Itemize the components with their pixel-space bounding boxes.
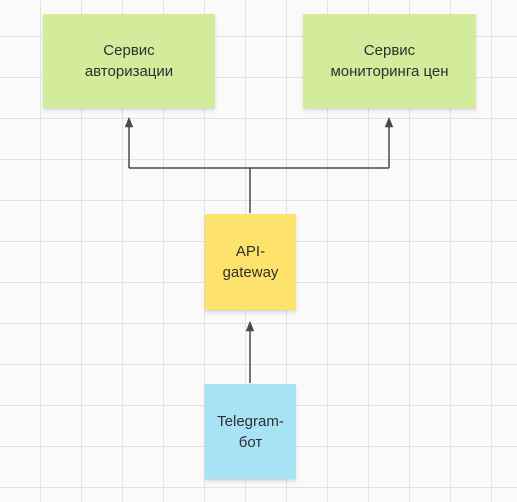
connector-gateway-to-services[interactable] <box>128 124 390 213</box>
note-line: бот <box>238 433 263 451</box>
note-line: мониторинга цен <box>330 63 449 80</box>
sticky-note-text: Сервис авторизации <box>85 40 173 82</box>
note-line: Сервис <box>363 42 416 59</box>
sticky-note-telegram-bot[interactable]: Telegram- бот <box>205 384 296 479</box>
note-line: Telegram- <box>217 412 284 430</box>
note-line: Сервис <box>103 42 155 59</box>
note-line: API- <box>235 243 266 260</box>
note-line: авторизации <box>84 63 174 80</box>
note-line: gateway <box>222 264 279 281</box>
sticky-note-auth-service[interactable]: Сервис авторизации <box>43 14 215 108</box>
sticky-note-api-gateway[interactable]: API- gateway <box>205 214 296 310</box>
sticky-note-text: Сервис мониторинга цен <box>330 40 448 82</box>
sticky-note-monitoring-service[interactable]: Сервис мониторинга цен <box>303 14 476 108</box>
sticky-note-text: Telegram- бот <box>217 411 284 453</box>
sticky-note-text: API- gateway <box>223 241 279 283</box>
